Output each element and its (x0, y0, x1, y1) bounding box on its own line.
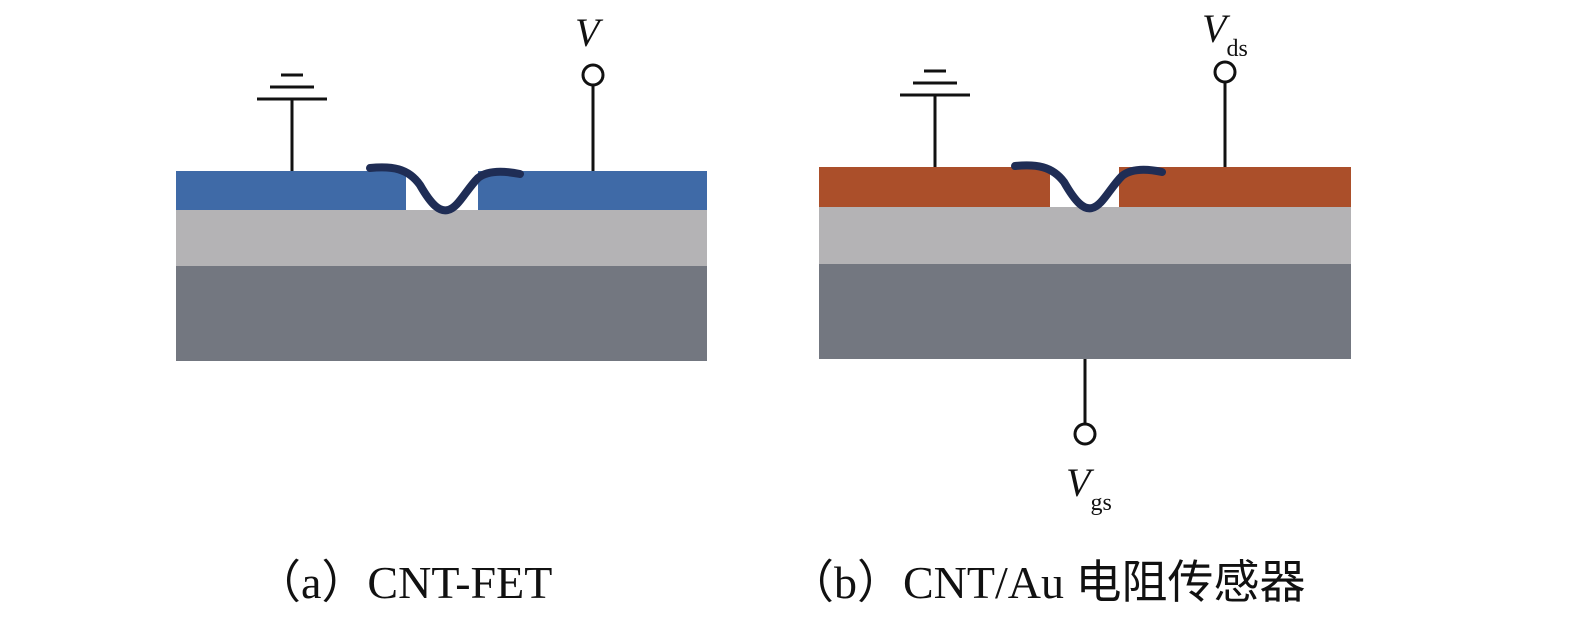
panel-a-substrate (176, 266, 707, 361)
panel-a-ground-icon (257, 73, 327, 171)
panel-a-drain-electrode (478, 171, 707, 210)
panel-b-ground-icon (900, 69, 970, 167)
panel-a-oxide-layer (176, 210, 707, 266)
panel-a-voltage-terminal (581, 63, 605, 171)
panel-b-caption: （b）CNT/Au 电阻传感器 (788, 557, 1306, 608)
panel-b-drain-terminal (1213, 60, 1237, 167)
panel-b-gate-label-main: V (1066, 460, 1095, 505)
panel-b-drain-label-main: V (1202, 6, 1231, 51)
panel-a-terminal-label: V (575, 10, 604, 55)
panel-a-source-electrode (176, 171, 406, 210)
panel-b-source-electrode (819, 167, 1050, 207)
panel-b-substrate (819, 264, 1351, 359)
panel-b: Vds Vgs (819, 6, 1351, 516)
panel-b-drain-label: Vds (1202, 6, 1248, 62)
panel-a-carbon-nanotube (366, 163, 524, 215)
panel-b-gate-label-sub: gs (1090, 490, 1111, 516)
panel-b-drain-label-sub: ds (1226, 36, 1247, 62)
panel-a: V (176, 10, 707, 361)
panel-b-gate-label: Vgs (1066, 460, 1112, 516)
panel-b-oxide-layer (819, 207, 1351, 264)
panel-b-carbon-nanotube (1011, 161, 1166, 213)
panel-b-gate-terminal (1073, 359, 1097, 446)
panel-a-caption: （a）CNT-FET (255, 557, 552, 608)
